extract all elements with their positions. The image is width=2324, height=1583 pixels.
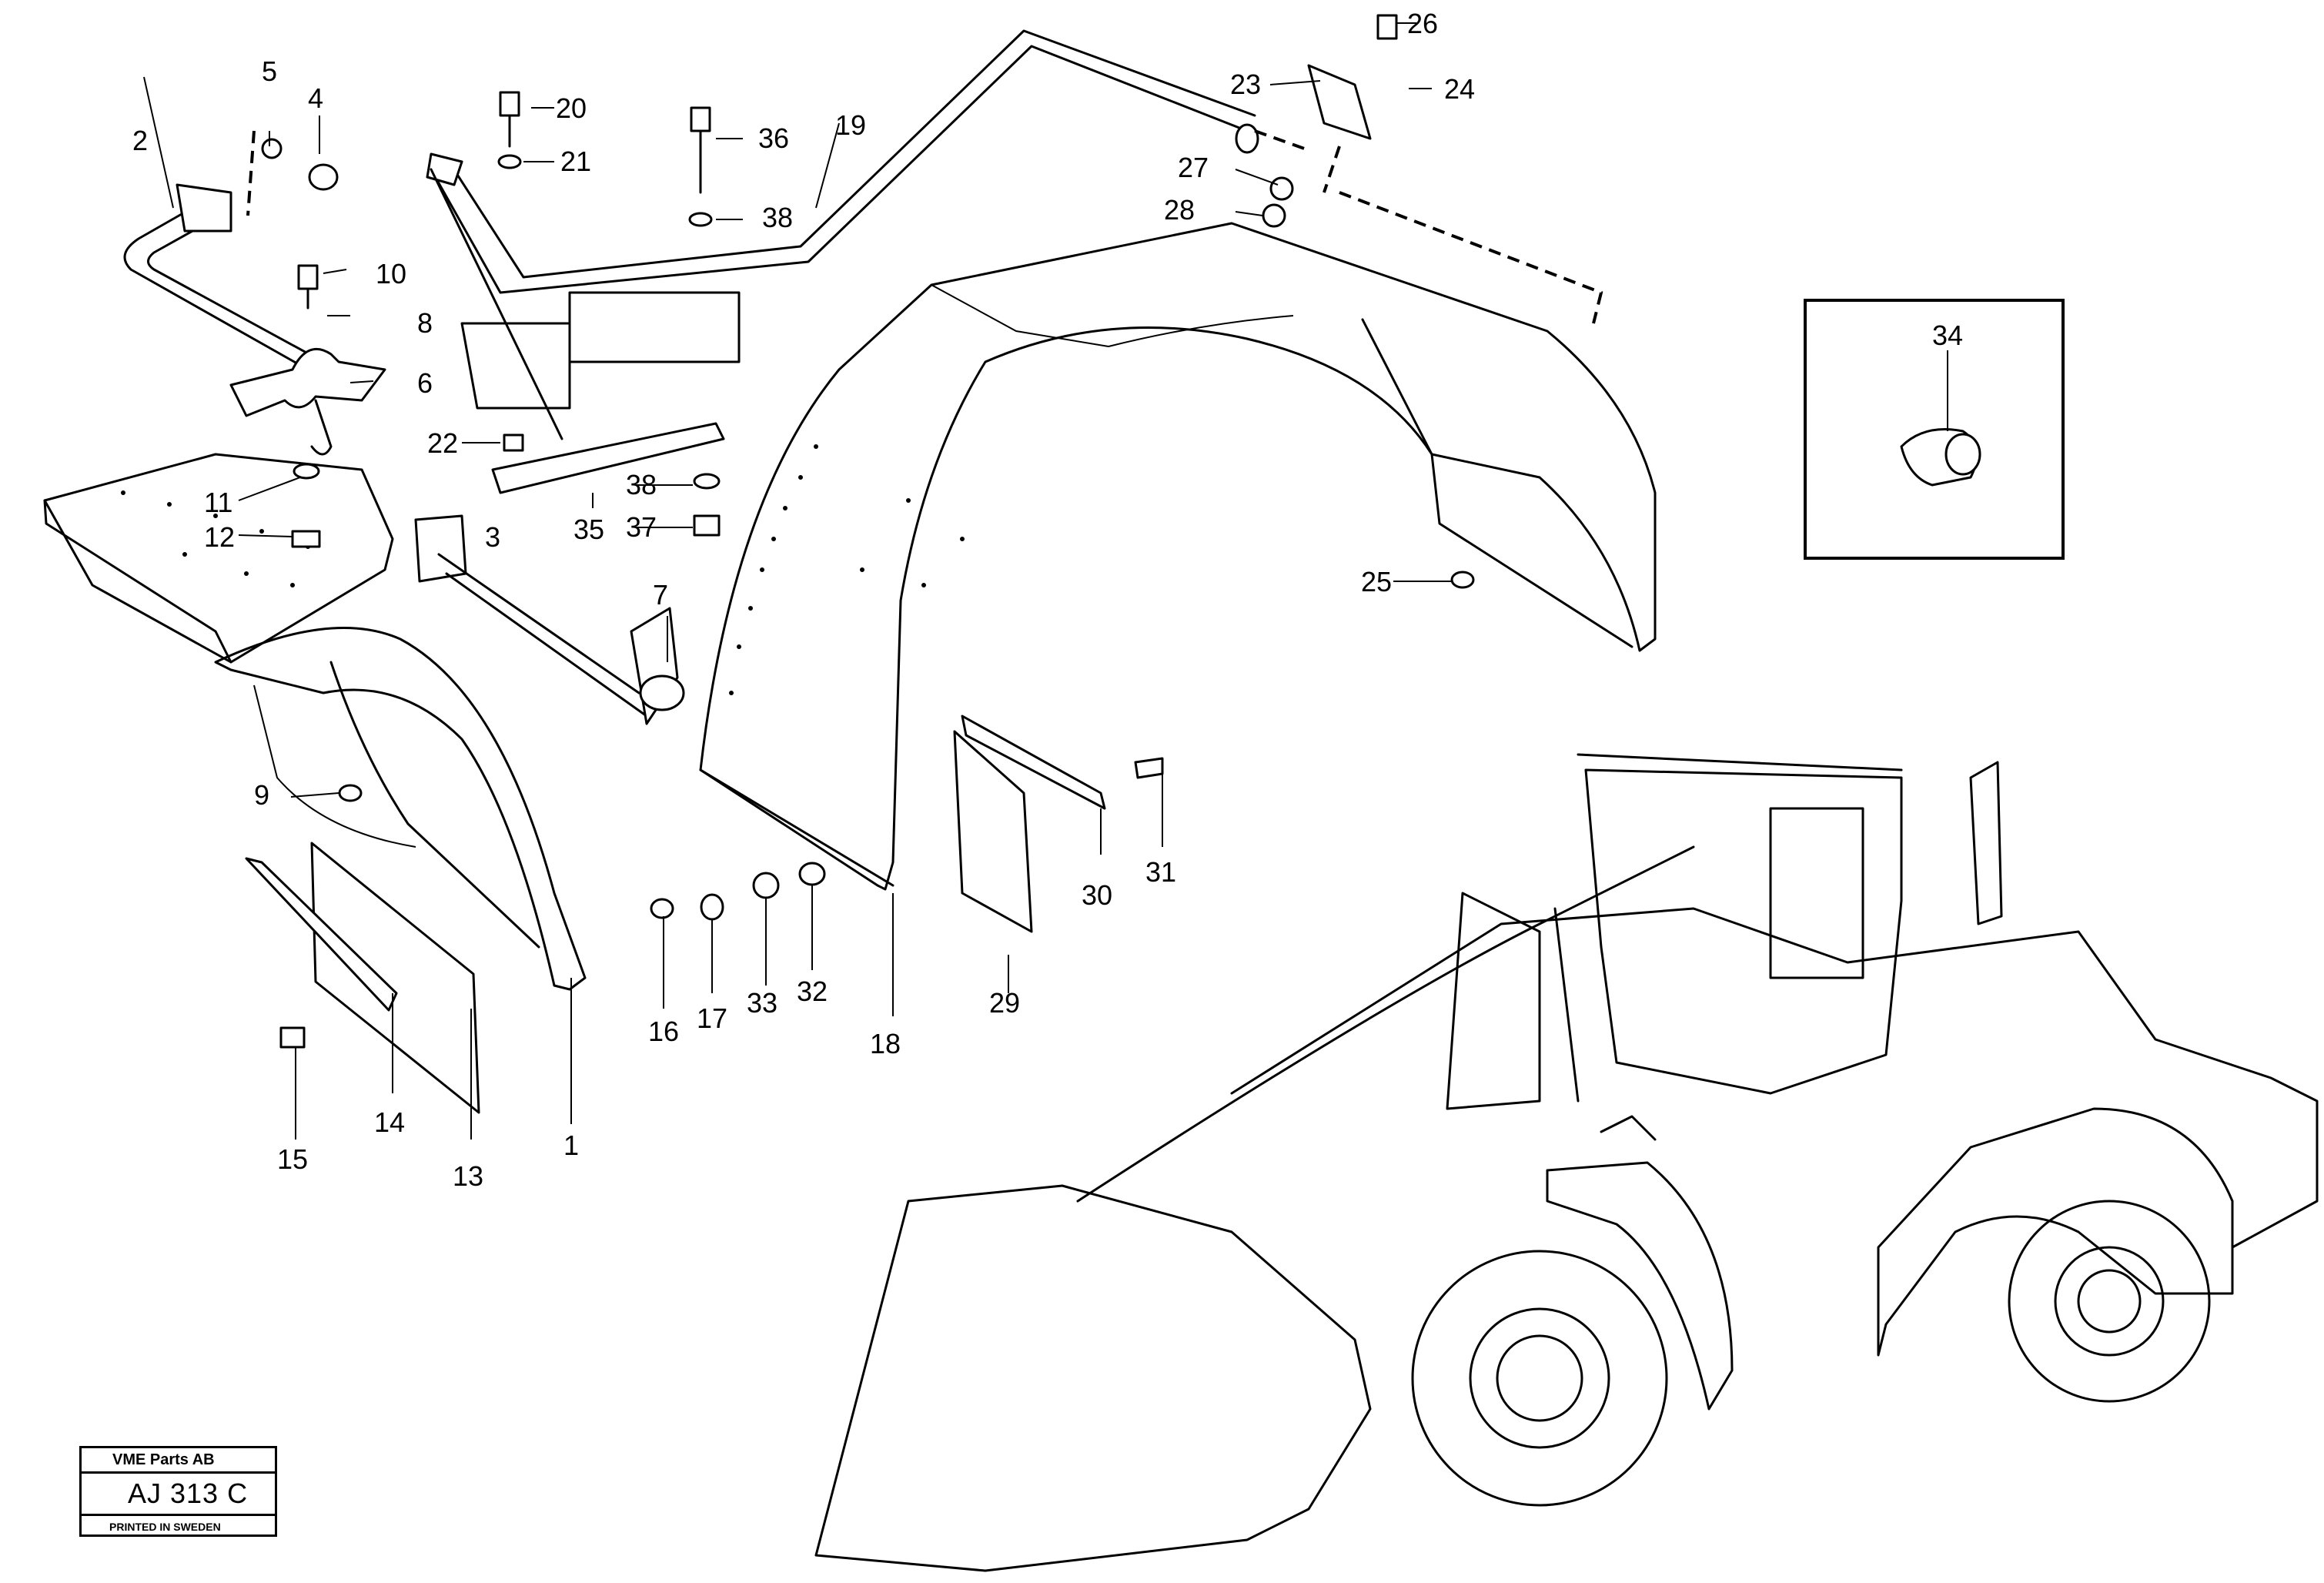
label-23: 23 bbox=[1230, 69, 1261, 100]
plate-23 bbox=[1254, 64, 1603, 324]
front-mudguard bbox=[43, 453, 587, 991]
detail-box-34 bbox=[1804, 299, 2065, 560]
label-38-upper: 38 bbox=[762, 202, 793, 233]
label-20: 20 bbox=[556, 92, 587, 124]
rear-mudguard bbox=[699, 222, 1657, 891]
label-4: 4 bbox=[308, 82, 323, 114]
label-10: 10 bbox=[376, 258, 406, 289]
label-13: 13 bbox=[453, 1160, 483, 1192]
part-labels: 1 2 3 4 5 6 7 8 9 10 11 12 13 14 15 16 1… bbox=[132, 8, 1963, 1192]
frame-19 bbox=[426, 29, 1259, 440]
label-31: 31 bbox=[1145, 856, 1176, 888]
label-6: 6 bbox=[417, 367, 433, 399]
label-8: 8 bbox=[417, 307, 433, 339]
label-18: 18 bbox=[870, 1028, 901, 1059]
fasteners bbox=[261, 14, 1475, 1049]
label-22: 22 bbox=[427, 427, 458, 459]
label-17: 17 bbox=[697, 1002, 727, 1034]
label-11: 11 bbox=[204, 487, 232, 518]
leader-lines bbox=[143, 22, 1948, 1140]
label-24: 24 bbox=[1444, 73, 1475, 105]
wheel-loader-illustration bbox=[814, 753, 2319, 1572]
label-1: 1 bbox=[563, 1130, 579, 1161]
printed-note: PRINTED IN SWEDEN bbox=[109, 1521, 221, 1533]
label-19: 19 bbox=[835, 109, 866, 141]
label-16: 16 bbox=[648, 1016, 679, 1047]
label-21: 21 bbox=[560, 146, 591, 177]
label-28: 28 bbox=[1164, 194, 1195, 226]
label-36: 36 bbox=[758, 122, 789, 154]
plate-29 bbox=[953, 715, 1106, 933]
label-35: 35 bbox=[573, 514, 604, 545]
label-7: 7 bbox=[653, 579, 668, 611]
label-12: 12 bbox=[204, 521, 235, 553]
label-9: 9 bbox=[254, 779, 269, 811]
clamp-6 bbox=[229, 347, 386, 456]
label-33: 33 bbox=[747, 987, 777, 1019]
label-14: 14 bbox=[374, 1106, 405, 1138]
company-name: VME Parts AB bbox=[82, 1448, 275, 1474]
bracket-3 bbox=[414, 514, 648, 718]
rear-mudguard-holes bbox=[729, 444, 965, 695]
label-29: 29 bbox=[989, 987, 1020, 1019]
label-38-lower: 38 bbox=[626, 469, 657, 500]
strip-35 bbox=[491, 422, 725, 494]
bracket-7 bbox=[630, 607, 685, 725]
drawing-title-block: VME Parts AB AJ 313 C PRINTED IN SWEDEN bbox=[79, 1446, 277, 1537]
label-26: 26 bbox=[1407, 8, 1438, 39]
label-25: 25 bbox=[1361, 566, 1392, 597]
mudflap-13 bbox=[245, 842, 480, 1114]
label-37: 37 bbox=[626, 511, 657, 543]
label-32: 32 bbox=[797, 976, 828, 1007]
label-3: 3 bbox=[485, 521, 500, 553]
label-34: 34 bbox=[1932, 320, 1963, 351]
label-2: 2 bbox=[132, 125, 148, 156]
label-30: 30 bbox=[1082, 879, 1112, 911]
label-5: 5 bbox=[262, 55, 277, 87]
label-15: 15 bbox=[277, 1143, 308, 1175]
label-27: 27 bbox=[1178, 152, 1209, 183]
bracket-tube-2 bbox=[123, 130, 325, 371]
drawing-code: AJ 313 C bbox=[82, 1474, 275, 1516]
